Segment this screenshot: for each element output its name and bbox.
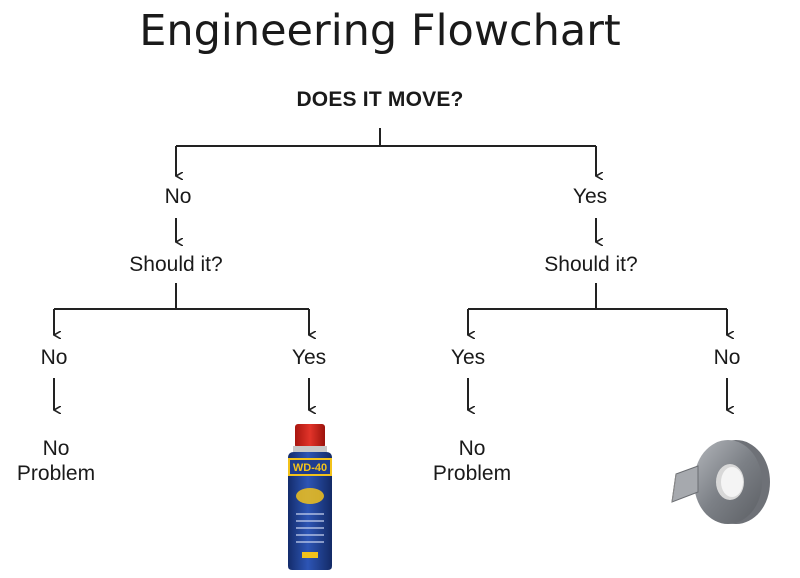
- should-it-left: Should it?: [129, 253, 223, 276]
- answer-no: No: [164, 185, 192, 208]
- outcome-line2: Problem: [432, 462, 512, 485]
- answer-left-no: No: [40, 346, 68, 369]
- root-question: DOES IT MOVE?: [296, 88, 464, 111]
- outcome-no-problem-right: No Problem: [433, 436, 511, 486]
- should-it-right: Should it?: [544, 253, 638, 276]
- answer-left-yes: Yes: [291, 346, 327, 369]
- answer-yes: Yes: [572, 185, 608, 208]
- answer-right-no: No: [713, 346, 741, 369]
- wd40-can-icon: WD-40: [288, 424, 332, 570]
- duct-tape-icon: [671, 440, 770, 524]
- answer-right-yes: Yes: [450, 346, 486, 369]
- outcome-line2: Problem: [16, 462, 96, 485]
- can-brand-text: WD-40: [293, 462, 327, 474]
- outcome-no-problem-left: No Problem: [17, 436, 95, 486]
- outcome-line1: No: [458, 437, 486, 460]
- outcome-line1: No: [42, 437, 70, 460]
- page-title: Engineering Flowchart: [139, 6, 621, 56]
